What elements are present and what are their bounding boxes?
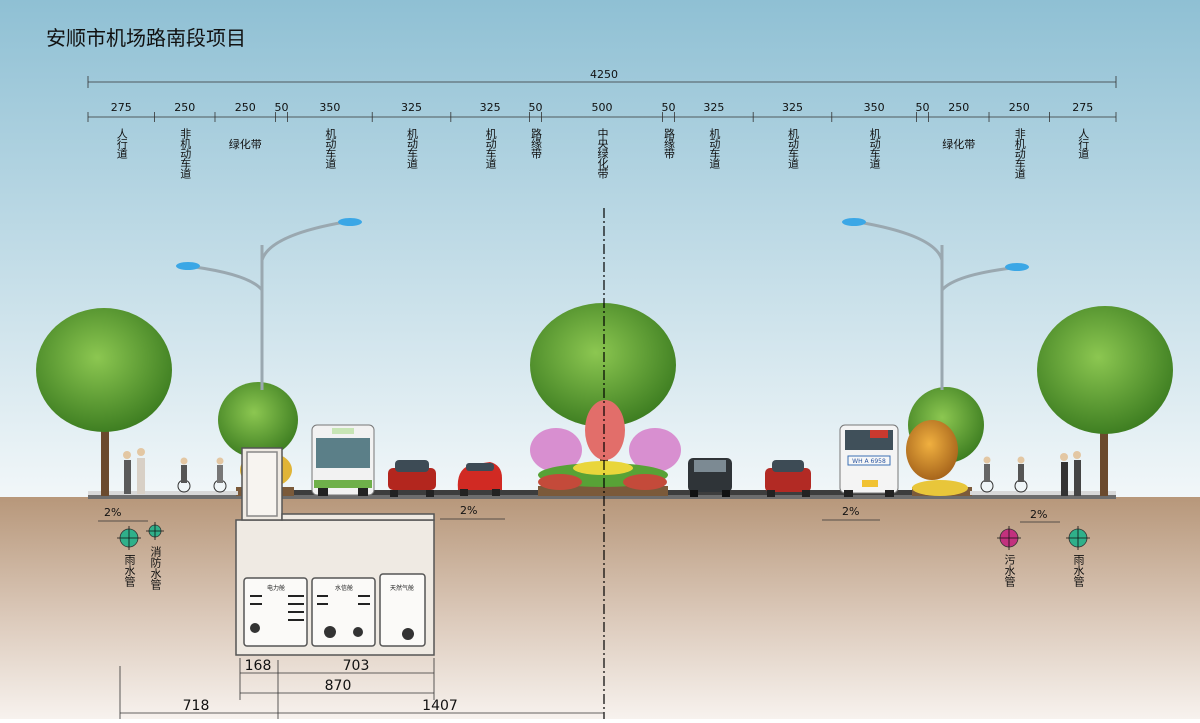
segment-label-5: 机动车道 — [405, 128, 419, 168]
page-title: 安顺市机场路南段项目 — [46, 26, 246, 50]
bus-left — [311, 424, 375, 496]
segment-label-2: 绿化带 — [228, 138, 262, 151]
segment-label-16: 人行道 — [1076, 128, 1090, 158]
lamp-head — [1005, 263, 1029, 271]
pipe-label-rainwater: 雨水管 — [1072, 554, 1085, 587]
tunnel-dim-703: 703 — [342, 658, 370, 674]
cyclists-right — [980, 456, 1028, 493]
lamp-head — [338, 218, 362, 226]
tunnel-pipes — [250, 623, 414, 640]
segment-label-14: 绿化带 — [942, 138, 976, 151]
segment-width-0: 275 — [110, 101, 132, 114]
tunnel-chamber-label-0: 电力舱 — [267, 584, 285, 592]
tunnel-dim-870: 870 — [324, 678, 352, 694]
segment-width-12: 350 — [863, 101, 885, 114]
offset-dim-718: 718 — [182, 698, 210, 714]
slope-label: 2% — [842, 505, 860, 518]
shrub-tree-right — [906, 387, 984, 496]
pipe-symbols — [117, 522, 1090, 550]
ground — [0, 497, 1200, 719]
segment-width-1: 250 — [174, 101, 196, 114]
segment-label-11: 机动车道 — [786, 128, 800, 168]
segment-label-4: 机动车道 — [323, 128, 337, 168]
segment-width-14: 250 — [948, 101, 970, 114]
total-width: 4250 — [590, 68, 618, 81]
pipe-label-rainwater: 雨水管 — [123, 554, 136, 587]
tunnel-cable-racks — [250, 595, 370, 621]
segment-width-6: 325 — [479, 101, 501, 114]
segment-label-7: 路缘带 — [529, 128, 543, 158]
segment-width-2: 250 — [234, 101, 256, 114]
bus-right — [839, 424, 899, 497]
slope-arrows — [98, 518, 1060, 523]
slope-label: 2% — [104, 506, 122, 519]
tree-right — [1037, 306, 1173, 496]
dimension-lines — [87, 76, 1117, 118]
segment-width-4: 350 — [319, 101, 341, 114]
tunnel-dim-168: 168 — [244, 658, 272, 674]
segment-label-12: 机动车道 — [868, 128, 882, 168]
segment-label-15: 非机动车道 — [1013, 128, 1027, 178]
segment-width-10: 325 — [703, 101, 725, 114]
median-planting — [530, 400, 681, 490]
car-red-sports — [457, 462, 502, 496]
street-lamp-right — [857, 220, 1013, 390]
slope-label: 2% — [1030, 508, 1048, 521]
segment-width-16: 275 — [1072, 101, 1094, 114]
segment-label-0: 人行道 — [115, 128, 129, 158]
pedestrians-left — [123, 448, 145, 494]
street-lamp-left — [194, 220, 346, 390]
segment-label-1: 非机动车道 — [178, 128, 192, 178]
segment-width-3: 50 — [274, 101, 289, 114]
segment-width-5: 325 — [401, 101, 423, 114]
segment-label-10: 机动车道 — [707, 128, 721, 168]
car-red-right — [765, 460, 811, 497]
segment-width-8: 500 — [591, 101, 613, 114]
pipe-label-fire: 消防水管 — [149, 546, 162, 590]
tunnel-chamber-label-1: 水信舱 — [335, 584, 353, 592]
segment-width-15: 250 — [1008, 101, 1030, 114]
segment-width-11: 325 — [781, 101, 803, 114]
segment-width-7: 50 — [528, 101, 543, 114]
segment-label-8: 中央绿化带 — [596, 128, 609, 178]
tree-left — [36, 308, 172, 496]
offset-dim-1407: 1407 — [422, 698, 458, 714]
pedestrians-right — [1060, 451, 1081, 496]
tunnel-chamber-label-2: 天然气舱 — [390, 584, 414, 592]
car-red — [388, 460, 436, 497]
segment-width-13: 50 — [915, 101, 930, 114]
lamp-head — [176, 262, 200, 270]
lamp-head — [842, 218, 866, 226]
slope-label: 2% — [460, 504, 478, 517]
segment-width-9: 50 — [661, 101, 676, 114]
pipe-label-sewage: 污水管 — [1003, 554, 1016, 587]
bus-plate: WH A 6958 — [852, 458, 886, 465]
cyclists-left — [177, 457, 227, 493]
suv-dark — [688, 458, 732, 497]
segment-label-6: 机动车道 — [484, 128, 498, 168]
tunnel-dimension-lines — [119, 658, 604, 719]
segment-ticks — [87, 112, 1117, 122]
segment-label-9: 路缘带 — [662, 128, 676, 158]
